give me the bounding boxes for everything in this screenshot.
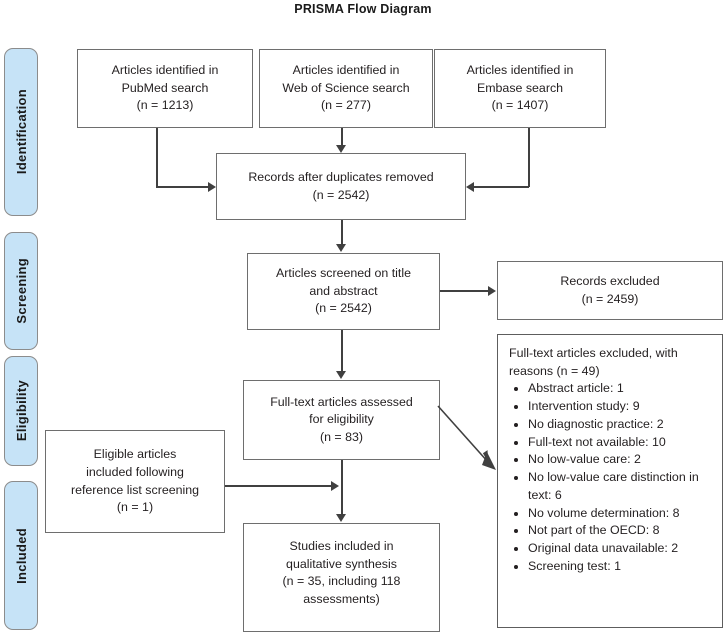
box-articles-screened: Articles screened on title and abstract …	[247, 253, 440, 330]
box-eligible-line-2: included following	[86, 464, 184, 479]
stage-badge-identification: Identification	[4, 48, 38, 216]
exclusion-reason-item: Abstract article: 1	[528, 380, 714, 398]
box-screened-line-2: and abstract	[309, 283, 378, 298]
box-fulltext-assessed: Full-text articles assessed for eligibil…	[243, 380, 440, 460]
box-eligible-line-1: Eligible articles	[93, 447, 177, 462]
box-studies-included: Studies included in qualitative synthesi…	[243, 523, 440, 632]
exclusion-reason-item: Intervention study: 9	[528, 398, 714, 416]
exclusion-reason-item: Full-text not available: 10	[528, 434, 714, 452]
exclusions-heading-line-2: reasons (n = 49)	[509, 363, 600, 378]
exclusion-reason-item: No low-value care distinction in text: 6	[528, 469, 714, 504]
arrowhead-into-included	[336, 514, 346, 522]
stage-badge-eligibility: Eligibility	[4, 356, 38, 466]
box-dedup-line-1: Records after duplicates removed	[248, 169, 434, 184]
connector-embase-horizontal	[474, 186, 529, 188]
arrowhead-into-dedup-right	[466, 182, 474, 192]
exclusion-reason-item: No diagnostic practice: 2	[528, 416, 714, 434]
box-embase-count: (n = 1407)	[491, 98, 549, 113]
connector-wos-vertical	[341, 128, 343, 147]
exclusion-reason-item: Not part of the OECD: 8	[528, 522, 714, 540]
arrowhead-into-fulltext	[336, 371, 346, 379]
box-embase-line-1: Articles identified in	[466, 63, 574, 78]
exclusion-reason-item: No low-value care: 2	[528, 451, 714, 469]
exclusion-reason-item: No volume determination: 8	[528, 505, 714, 523]
box-fulltext-line-2: for eligibility	[309, 412, 374, 427]
exclusion-reason-item: Original data unavailable: 2	[528, 540, 714, 558]
stage-label-included: Included	[13, 527, 29, 584]
exclusion-reasons-list: Abstract article: 1 Intervention study: …	[509, 380, 714, 575]
connector-dedup-to-screened	[341, 220, 343, 245]
box-records-excluded: Records excluded (n = 2459)	[497, 261, 723, 320]
connector-pubmed-vertical	[156, 128, 158, 187]
arrowhead-into-dedup-left	[208, 182, 216, 192]
box-screened-line-1: Articles screened on title	[276, 266, 411, 281]
arrowhead-eligible-junction	[331, 481, 339, 491]
box-fulltext-count: (n = 83)	[319, 429, 364, 444]
connector-eligible-horizontal	[225, 485, 333, 487]
connector-pubmed-horizontal	[156, 186, 209, 188]
box-wos-line-1: Articles identified in	[292, 63, 400, 78]
page-title: PRISMA Flow Diagram	[294, 2, 432, 16]
connector-screened-to-records-excluded	[440, 290, 489, 292]
box-records-after-duplicates-removed: Records after duplicates removed (n = 25…	[216, 153, 466, 220]
box-eligible-count: (n = 1)	[116, 500, 154, 515]
connector-embase-vertical	[528, 128, 530, 187]
stage-label-screening: Screening	[13, 258, 29, 324]
box-included-line-1: Studies included in	[289, 539, 394, 553]
box-pubmed-line-1: Articles identified in	[111, 63, 219, 78]
box-included-line-4: assessments)	[303, 591, 380, 606]
stage-label-identification: Identification	[13, 89, 29, 175]
box-pubmed-line-2: PubMed search	[121, 80, 209, 95]
box-wos-count: (n = 277)	[321, 98, 371, 113]
box-screened-count: (n = 2542)	[315, 301, 372, 316]
box-embase-search: Articles identified in Embase search (n …	[434, 49, 606, 128]
box-included-line-2: qualitative synthesis	[286, 556, 397, 571]
exclusion-reason-item: Screening test: 1	[528, 558, 714, 576]
box-embase-line-2: Embase search	[476, 80, 564, 95]
box-included-line-3: (n = 35, including 118	[282, 574, 401, 589]
box-records-excluded-line-1: Records excluded	[560, 273, 660, 288]
box-eligible-articles: Eligible articles included following ref…	[45, 430, 225, 533]
box-pubmed-search: Articles identified in PubMed search (n …	[77, 49, 253, 128]
connector-fulltext-to-included	[341, 460, 343, 515]
box-pubmed-count: (n = 1213)	[136, 98, 194, 113]
box-fulltext-line-1: Full-text articles assessed	[270, 394, 413, 409]
exclusions-heading-line-1: Full-text articles excluded, with	[509, 346, 678, 360]
stage-label-eligibility: Eligibility	[13, 380, 29, 442]
connector-screened-to-fulltext	[341, 330, 343, 372]
box-eligible-line-3: reference list screening	[70, 482, 200, 497]
arrowhead-into-records-excluded	[488, 286, 496, 296]
arrowhead-into-dedup-top	[336, 145, 346, 153]
arrowhead-into-screened	[336, 244, 346, 252]
box-web-of-science-search: Articles identified in Web of Science se…	[259, 49, 433, 128]
box-records-excluded-count: (n = 2459)	[581, 291, 639, 306]
stage-badge-included: Included	[4, 481, 38, 630]
box-fulltext-articles-excluded: Full-text articles excluded, with reason…	[497, 334, 723, 628]
connector-fulltext-to-exclusions	[437, 405, 496, 470]
stage-badge-screening: Screening	[4, 232, 38, 350]
box-dedup-count: (n = 2542)	[312, 187, 370, 202]
box-wos-line-2: Web of Science search	[282, 80, 410, 95]
